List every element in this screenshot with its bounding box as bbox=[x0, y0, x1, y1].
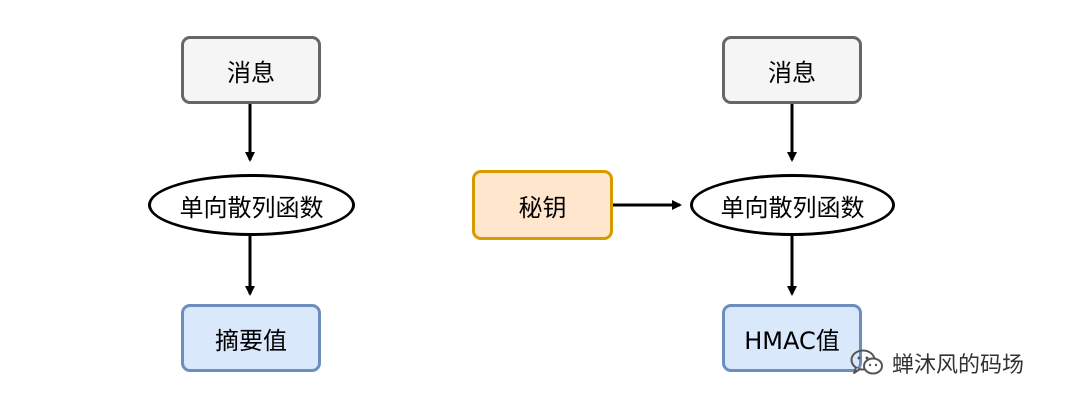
right-message-box: 消息 bbox=[722, 36, 862, 104]
key-label: 秘钥 bbox=[518, 193, 567, 222]
digest-box: 摘要值 bbox=[181, 304, 321, 372]
right-hash-function-label: 单向散列函数 bbox=[720, 193, 865, 222]
key-box: 秘钥 bbox=[472, 170, 613, 240]
watermark: 蝉沐风的码场 bbox=[850, 346, 1024, 380]
watermark-text: 蝉沐风的码场 bbox=[892, 353, 1025, 378]
left-hash-function-ellipse: 单向散列函数 bbox=[148, 174, 355, 236]
left-message-label: 消息 bbox=[227, 58, 275, 87]
right-hash-function-ellipse: 单向散列函数 bbox=[690, 174, 895, 236]
left-message-box: 消息 bbox=[181, 36, 321, 104]
wechat-icon bbox=[850, 349, 883, 375]
left-hash-function-label: 单向散列函数 bbox=[179, 193, 324, 222]
right-message-label: 消息 bbox=[768, 58, 816, 87]
hmac-value-label: HMAC值 bbox=[744, 326, 840, 355]
hmac-value-box: HMAC值 bbox=[722, 304, 862, 372]
digest-label: 摘要值 bbox=[215, 326, 287, 355]
